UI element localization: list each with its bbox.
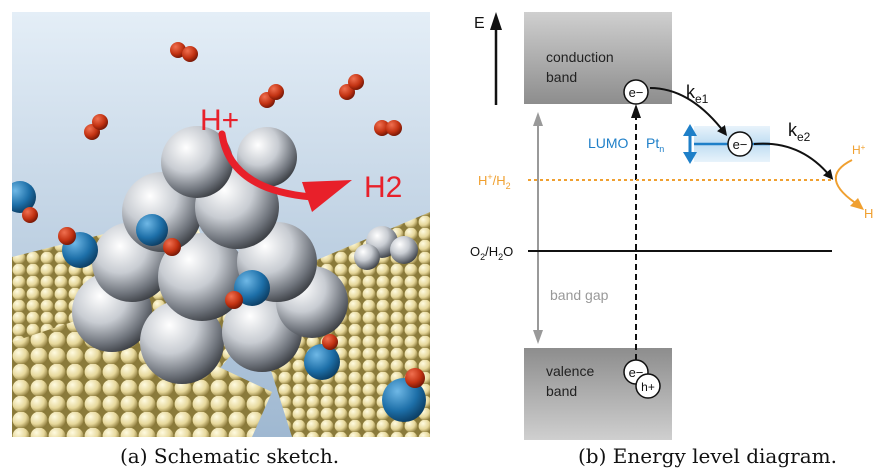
hole-valence-band: h+ [635, 373, 661, 399]
reaction-arrowhead [302, 180, 352, 212]
o2-h2o-label: O2/H2O [470, 244, 513, 262]
valence-band-label: valence band [546, 363, 598, 399]
electron-lumo: e− [727, 131, 753, 157]
energy-level-diagram: E conduction band valence band band gap … [470, 12, 873, 440]
ke2-label: ke2 [788, 120, 811, 144]
energy-axis-arrowhead [490, 12, 502, 30]
excitation-arrowhead [631, 104, 641, 118]
svg-text:e−: e− [629, 85, 644, 100]
adsorbed-molecules [12, 181, 426, 422]
reduction-arrow [834, 159, 861, 207]
electron-conduction-band: e− [623, 79, 649, 105]
schematic-sketch: H+ H2 [12, 12, 430, 437]
reaction-arrow [218, 130, 316, 201]
pt-cluster [72, 126, 418, 384]
band-gap-arrowhead-top [533, 112, 543, 126]
product-hplus-label: H+ [852, 143, 866, 157]
ke1-transfer-arrow [649, 87, 728, 136]
caption-energy-level-diagram: (b) Energy level diagram. [578, 444, 837, 468]
product-h-label: H [864, 206, 873, 221]
hydrogen-molecules [84, 42, 402, 140]
energy-axis-label: E [474, 15, 485, 32]
band-gap-arrowhead-bottom [533, 330, 543, 344]
pt-label: Ptn [646, 135, 664, 154]
ke2-transfer-arrow [753, 142, 834, 180]
reduction-arrowhead [850, 198, 864, 210]
svg-text:h+: h+ [641, 380, 655, 394]
lumo-label: LUMO [588, 135, 629, 151]
band-gap-label: band gap [550, 287, 609, 303]
lumo-double-arrow [683, 124, 697, 164]
hplus-h2-label: H+/H2 [478, 172, 511, 191]
ke1-label: ke1 [686, 82, 709, 106]
conduction-band-label: conduction band [546, 49, 618, 85]
support-rod-right [262, 212, 430, 437]
caption-schematic-sketch: (a) Schematic sketch. [120, 444, 340, 468]
svg-text:e−: e− [733, 137, 748, 152]
svg-text:e−: e− [629, 365, 644, 380]
h-plus-label: H+ [200, 104, 239, 137]
support-rod-front [12, 312, 272, 437]
h2-label: H2 [364, 171, 402, 204]
